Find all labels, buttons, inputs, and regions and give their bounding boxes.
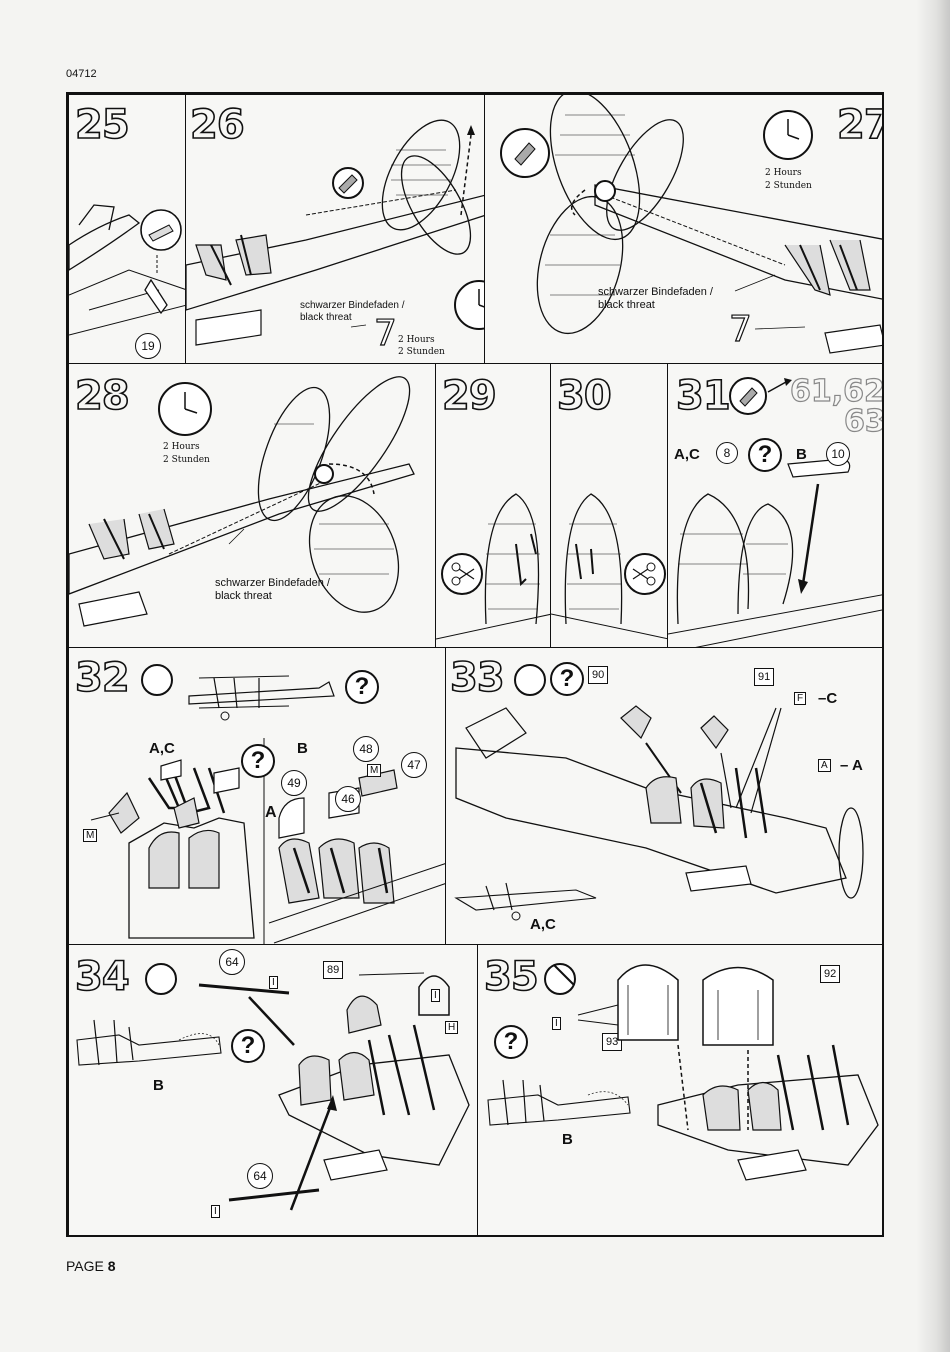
- step-number: 35: [483, 954, 539, 1000]
- thread-note-de: schwarzer Bindefaden /: [215, 577, 330, 589]
- step-number: 30: [556, 373, 612, 419]
- part-box: 91: [754, 668, 775, 686]
- variant-b-label: B: [562, 1131, 573, 1148]
- step-26-panel: 26 schwarzer Bindefaden / black threat 7: [185, 94, 485, 364]
- hours-note: 2 Hours: [163, 442, 200, 452]
- part-number: 47: [401, 752, 427, 778]
- page-edge-shadow: [916, 0, 950, 1352]
- thread-note-en: black threat: [300, 312, 352, 323]
- variant-b-label: B: [796, 446, 807, 463]
- step-number: 25: [74, 102, 130, 148]
- step-number: 34: [74, 954, 130, 1000]
- document-code: 04712: [66, 68, 97, 80]
- part-number: 64: [247, 1163, 273, 1189]
- step-30-illustration: [551, 493, 667, 640]
- ref-parts-top: 61,62,: [789, 373, 884, 409]
- glue-tube-icon: [141, 664, 173, 696]
- hours-note: 2 Hours: [398, 335, 435, 345]
- decal-marker: I: [431, 989, 440, 1002]
- question-mark-icon: ?: [241, 744, 275, 778]
- label-a: – A: [840, 757, 863, 774]
- question-mark-icon: ?: [748, 438, 782, 472]
- thread-note-de: schwarzer Bindefaden /: [598, 286, 713, 298]
- step-number: 31: [675, 373, 731, 419]
- thread-note-de: schwarzer Bindefaden /: [300, 300, 405, 311]
- part-7-label: 7: [728, 308, 752, 350]
- hours-note: 2 Hours: [765, 168, 802, 178]
- label-c: –C: [818, 690, 838, 707]
- step-28-panel: 28 2 Hours 2 Stunden schwarzer Bindefade…: [68, 363, 436, 648]
- stunden-note: 2 Stunden: [398, 347, 445, 357]
- step-number: 32: [74, 655, 130, 701]
- step-25-panel: 25 19: [68, 94, 186, 364]
- variant-ac-label: A,C: [674, 446, 700, 463]
- step-31-panel: 31 61,62, 63 A,C 8 ? B 10: [667, 363, 884, 648]
- question-mark-icon: ?: [231, 1029, 265, 1063]
- question-mark-icon: ?: [550, 662, 584, 696]
- decal-marker: I: [211, 1205, 220, 1218]
- glue-tube-icon: [145, 963, 177, 995]
- step-35-illustration: [487, 964, 879, 1181]
- step-29-illustration: [436, 493, 550, 640]
- part-box: 89: [323, 961, 344, 979]
- stunden-note: 2 Stunden: [765, 181, 812, 191]
- decal-marker: I: [269, 976, 278, 989]
- step-31-illustration: [668, 377, 882, 647]
- decal-marker: M: [367, 764, 382, 777]
- step-33-panel: 33 ? 90 91 F –C A – A A,C: [445, 647, 882, 945]
- variant-b-label: B: [153, 1077, 164, 1094]
- part-box: 92: [820, 965, 841, 983]
- step-34-panel: 34 64 89 I I H ? B 64 I: [68, 944, 478, 1235]
- step-number: 28: [74, 373, 130, 419]
- step-35-panel: 35 92 I 93 ? B: [477, 944, 882, 1235]
- variant-b-label: B: [297, 740, 308, 757]
- step-25-illustration: [69, 204, 185, 336]
- variant-ac-label: A,C: [530, 916, 556, 933]
- part-number: 48: [353, 736, 379, 762]
- step-32-illustration: [90, 675, 445, 944]
- variant-ac-label: A,C: [149, 740, 175, 757]
- decal-marker: H: [445, 1021, 459, 1034]
- step-27-panel: 27 2 Hours 2 Stunden: [484, 94, 882, 364]
- part-7-label: 7: [373, 312, 397, 354]
- step-29-panel: 29: [435, 363, 551, 648]
- page-label: PAGE: [66, 1258, 104, 1274]
- step-34-illustration: [76, 972, 470, 1211]
- thread-note-en: black threat: [598, 299, 655, 311]
- step-number: 27: [836, 102, 882, 148]
- decal-marker: M: [83, 829, 98, 842]
- step-28-illustration: [69, 376, 415, 627]
- part-number: 64: [219, 949, 245, 975]
- decal-marker: F: [794, 692, 807, 705]
- part-number: 10: [826, 442, 850, 466]
- part-box: 90: [588, 666, 609, 684]
- part-number: 19: [135, 333, 161, 359]
- decal-marker: A: [818, 759, 831, 772]
- step-33-illustration: [454, 705, 864, 921]
- step-26-illustration: [186, 119, 484, 346]
- ref-parts-bottom: 63: [843, 403, 884, 439]
- question-mark-icon: ?: [345, 670, 379, 704]
- step-32-panel: 32 A ? A,C ? B M 48: [68, 647, 446, 945]
- instruction-sheet: 25 19 26: [66, 92, 884, 1237]
- glue-tube-icon: [514, 664, 546, 696]
- step-number: 29: [441, 373, 497, 419]
- step-number: 26: [189, 102, 245, 148]
- step-27-illustration: [500, 95, 882, 354]
- question-mark-icon: ?: [494, 1025, 528, 1059]
- thread-note-en: black threat: [215, 590, 272, 602]
- part-number: 49: [281, 770, 307, 796]
- page-number: 8: [107, 1258, 116, 1274]
- part-number: 8: [716, 442, 738, 464]
- part-number: 46: [335, 786, 361, 812]
- no-glue-icon: [544, 963, 576, 995]
- part-box: 93: [602, 1033, 623, 1051]
- step-30-panel: 30: [550, 363, 668, 648]
- stunden-note: 2 Stunden: [163, 455, 210, 465]
- variant-a-label: A: [265, 804, 277, 821]
- page-footer: PAGE 8: [66, 1258, 116, 1274]
- step-number: 33: [449, 655, 505, 701]
- decal-marker: I: [552, 1017, 561, 1030]
